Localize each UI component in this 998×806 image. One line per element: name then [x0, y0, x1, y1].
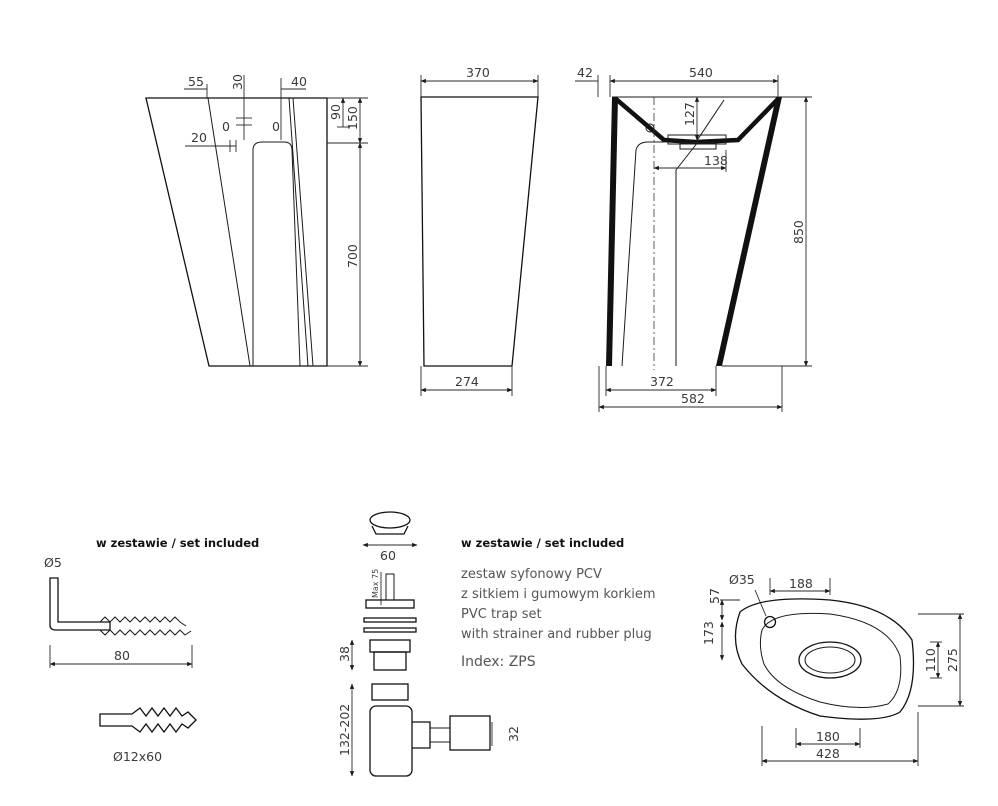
dim-150: 150: [345, 106, 360, 130]
side-view: 370 274: [420, 65, 539, 396]
trap-set-title: w zestawie / set included: [461, 536, 624, 550]
section-view: 42 540 127 138 850 372 582: [575, 65, 812, 412]
dim-850: 850: [791, 220, 806, 244]
trap-outlet: [449, 715, 491, 751]
dim-274: 274: [455, 374, 479, 389]
dim-32: 32: [506, 726, 521, 742]
dim-127: 127: [682, 102, 697, 126]
trap-desc-line: with strainer and rubber plug: [461, 627, 652, 642]
trap-nut: [369, 639, 411, 653]
dowel-size-label: Ø12x60: [113, 749, 162, 764]
hook-diameter-label: Ø5: [44, 555, 62, 570]
front-view: 0 0 55 30 40 20 90 150 700: [145, 74, 368, 367]
dim-hole: Ø35: [729, 572, 755, 587]
dim-90: 90: [328, 104, 343, 120]
top-view-outline: [734, 598, 915, 720]
section-wall-left: [606, 97, 618, 366]
dim-max75: Max 75: [371, 569, 380, 598]
dim-57: 57: [707, 588, 722, 604]
tap-hole: [763, 615, 777, 629]
hook-set: w zestawie / set included Ø5 80 Ø12x60: [44, 536, 259, 764]
dim-700: 700: [345, 244, 360, 268]
trap-body: [369, 705, 413, 777]
dim-428: 428: [816, 746, 840, 761]
wall-dowel: [99, 706, 197, 734]
hook-screw: [49, 577, 111, 631]
dim-110: 110: [923, 648, 938, 672]
front-view-panel: [288, 97, 309, 367]
dim-20: 20: [191, 130, 207, 145]
dim-372: 372: [650, 374, 674, 389]
front-view-panel: [207, 97, 251, 367]
side-view-outline: [420, 96, 539, 367]
hook-length-label: 80: [114, 648, 130, 663]
front-view-panel: [292, 97, 314, 367]
trap-index: Index: ZPS: [461, 654, 536, 670]
trap-set: 60 Max 75 38 32 132-202 w zestawie / set…: [337, 511, 656, 777]
dim-40: 40: [291, 74, 307, 89]
top-view: Ø35 188 57 173 110 275 180 428: [701, 572, 964, 766]
dim-540: 540: [689, 65, 713, 80]
dim-582: 582: [681, 391, 705, 406]
tap-hole-label: 0: [222, 119, 230, 134]
dim-180: 180: [816, 729, 840, 744]
trap-desc-line: z sitkiem i gumowym korkiem: [461, 587, 656, 602]
trap-desc-line: PVC trap set: [461, 607, 542, 622]
trap-desc-line: zestaw syfonowy PCV: [461, 567, 602, 582]
dim-60: 60: [380, 548, 396, 563]
dim-55: 55: [188, 74, 204, 89]
drain-inner: [804, 646, 856, 674]
dim-275: 275: [945, 648, 960, 672]
dim-132-202: 132-202: [337, 704, 352, 756]
dim-173: 173: [701, 621, 716, 645]
dim-138: 138: [704, 153, 728, 168]
dim-38: 38: [337, 646, 352, 662]
rubber-plug: [369, 511, 411, 529]
dim-42: 42: [577, 65, 593, 80]
dim-188: 188: [789, 576, 813, 591]
dim-30: 30: [230, 74, 245, 90]
front-view-inner-opening: [252, 141, 301, 367]
drain-outer: [798, 641, 862, 679]
hook-thread: [99, 616, 192, 636]
tap-hole-label: 0: [272, 119, 280, 134]
front-view-outline: [145, 97, 328, 367]
section-wall-right: [716, 97, 782, 366]
top-view-bowl: [759, 612, 902, 709]
dim-370: 370: [466, 65, 490, 80]
hook-set-title: w zestawie / set included: [96, 536, 259, 550]
strainer: [365, 599, 415, 609]
